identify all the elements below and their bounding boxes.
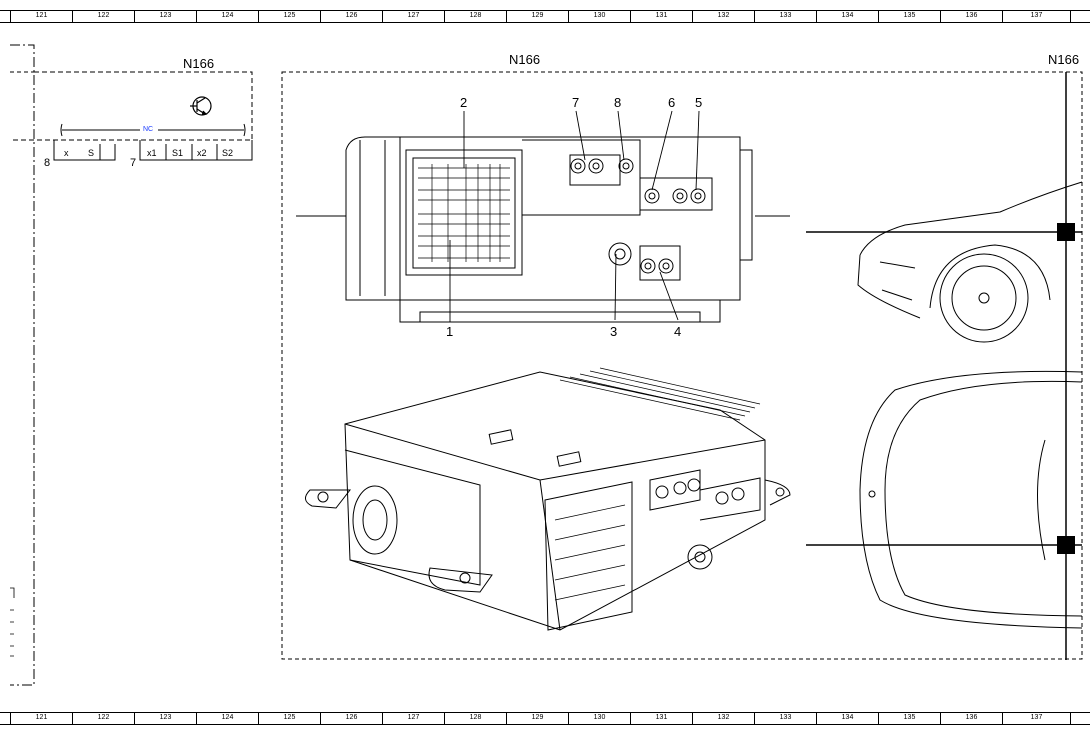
callout-5: 5 — [695, 95, 703, 110]
pin-label: x2 — [197, 148, 207, 158]
vehicle-side-view — [806, 181, 1083, 343]
callout-7: 7 — [572, 95, 580, 110]
ruler-cell: 129 — [506, 10, 568, 22]
callout-8: 8 — [614, 95, 622, 110]
ruler-cell: 136 — [940, 712, 1002, 724]
ruler-cell: 128 — [444, 712, 506, 724]
callout-2: 2 — [460, 95, 468, 110]
ruler-cell — [1070, 712, 1090, 724]
ruler-cell: 137 — [1002, 712, 1070, 724]
control-unit-top-view — [296, 136, 790, 323]
ruler-cell: 135 — [878, 712, 940, 724]
ruler-cell: 134 — [816, 712, 878, 724]
ruler-cell: 125 — [258, 10, 320, 22]
ruler-cell: 122 — [72, 712, 134, 724]
pin-group-b-number: 7 — [130, 157, 137, 169]
pin-label: S2 — [222, 148, 234, 158]
callout-leaders — [449, 110, 700, 322]
ruler-cell: 136 — [940, 10, 1002, 22]
ruler-cell: 130 — [568, 10, 630, 22]
main-frame-title: N166 — [509, 52, 541, 67]
pin-label: x1 — [147, 148, 157, 158]
callout-6: 6 — [668, 95, 676, 110]
ruler-cell: 133 — [754, 712, 816, 724]
ruler-cell: 127 — [382, 10, 444, 22]
pin-label: S1 — [172, 148, 184, 158]
main-component-frame — [281, 71, 1083, 660]
ruler-cell: 121 — [10, 10, 72, 22]
bottom-ruler: 121 122 123 124 125 126 127 128 129 130 … — [0, 712, 1090, 726]
ruler-cell: 132 — [692, 10, 754, 22]
ruler-cell: 130 — [568, 712, 630, 724]
ruler-border — [0, 712, 1090, 713]
right-block-title: N166 — [1048, 52, 1080, 67]
callout-3: 3 — [610, 324, 618, 339]
ruler-cell: 123 — [134, 712, 196, 724]
callout-1: 1 — [446, 324, 454, 339]
ruler-cell: 128 — [444, 10, 506, 22]
ruler-cell: 121 — [10, 712, 72, 724]
ruler-cell: 137 — [1002, 10, 1070, 22]
ruler-cell: 131 — [630, 10, 692, 22]
vehicle-top-view — [806, 370, 1083, 629]
pin-label: x — [64, 148, 69, 158]
ruler-cell: 122 — [72, 10, 134, 22]
ruler-cell: 135 — [878, 10, 940, 22]
ruler-cell: 129 — [506, 712, 568, 724]
ruler-border — [0, 22, 1090, 23]
ruler-cell: 132 — [692, 712, 754, 724]
control-unit-isometric-view — [305, 367, 791, 631]
ruler-cell: 123 — [134, 10, 196, 22]
ruler-cell: 127 — [382, 712, 444, 724]
ruler-border — [0, 10, 1090, 11]
ruler-cell: 124 — [196, 10, 258, 22]
ruler-cell: 131 — [630, 712, 692, 724]
left-block-title: N166 — [183, 56, 215, 71]
pin-label: S — [88, 148, 95, 158]
pin-group-a-number: 8 — [44, 157, 51, 169]
ruler-cell — [1070, 10, 1090, 22]
nc-label: NC — [142, 126, 155, 133]
left-edge-fragment — [10, 587, 15, 657]
callout-4: 4 — [674, 324, 682, 339]
top-ruler: 121 122 123 124 125 126 127 128 129 130 … — [0, 10, 1090, 24]
ruler-cell: 133 — [754, 10, 816, 22]
ruler-cell: 126 — [320, 712, 382, 724]
n166-symbol-box — [10, 71, 253, 161]
ruler-cell: 124 — [196, 712, 258, 724]
ruler-cell: 126 — [320, 10, 382, 22]
ruler-border — [0, 724, 1090, 725]
ruler-cell: 125 — [258, 712, 320, 724]
left-component-frame — [10, 44, 35, 686]
ruler-cell: 134 — [816, 10, 878, 22]
transistor-symbol-icon — [190, 96, 212, 116]
